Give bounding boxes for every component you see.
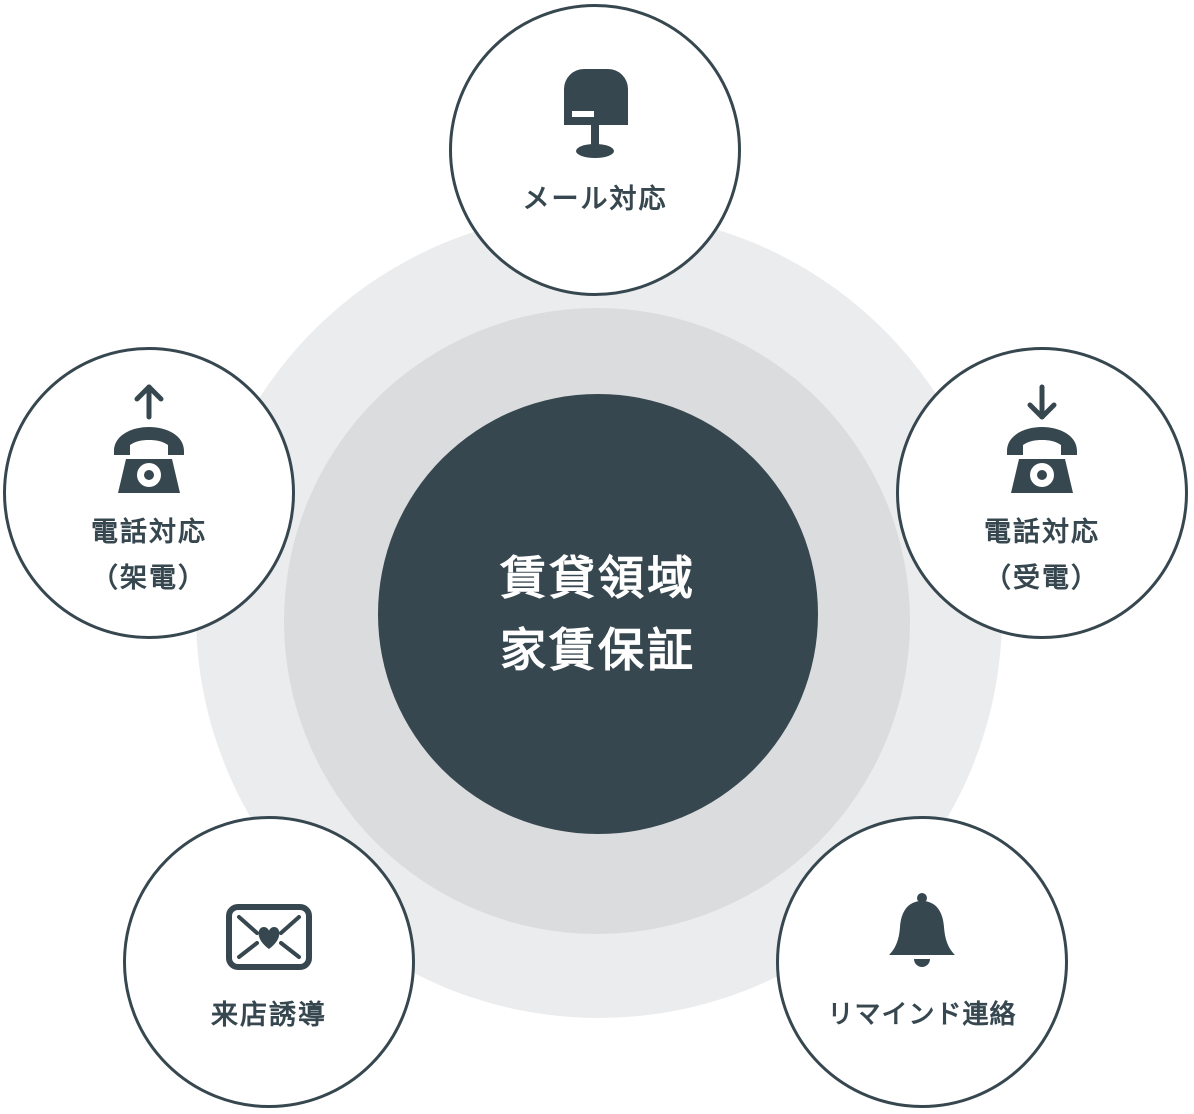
outgoing-call-label-line-2: （架電）	[91, 563, 207, 594]
store-visit-node: 来店誘導	[123, 816, 415, 1108]
store-visit-label: 来店誘導	[211, 1000, 327, 1031]
reminder-label: リマインド連絡	[827, 1000, 1017, 1030]
heart-envelope-icon	[226, 904, 312, 970]
incoming-call-label: 電話対応 （受電）	[899, 510, 1185, 602]
telephone-incoming-icon	[1007, 384, 1077, 493]
incoming-call-label-line-1: 電話対応	[984, 517, 1100, 548]
outgoing-call-node: 電話対応 （架電）	[3, 347, 295, 639]
reminder-node: リマインド連絡	[776, 816, 1068, 1108]
center-title-line-1: 賃貸領域	[500, 551, 696, 605]
outgoing-call-label: 電話対応 （架電）	[6, 510, 292, 602]
mail-label: メール対応	[522, 184, 668, 215]
bell-icon	[889, 893, 955, 967]
center-circle: 賃貸領域 家賃保証	[378, 394, 818, 834]
outgoing-call-label-line-1: 電話対応	[91, 517, 207, 548]
center-title-line-2: 家賃保証	[500, 623, 696, 677]
incoming-call-label-line-2: （受電）	[984, 563, 1100, 594]
mailbox-icon	[564, 69, 628, 158]
incoming-call-node: 電話対応 （受電）	[896, 347, 1188, 639]
telephone-outgoing-icon	[114, 384, 184, 493]
mail-node: メール対応	[449, 4, 741, 296]
